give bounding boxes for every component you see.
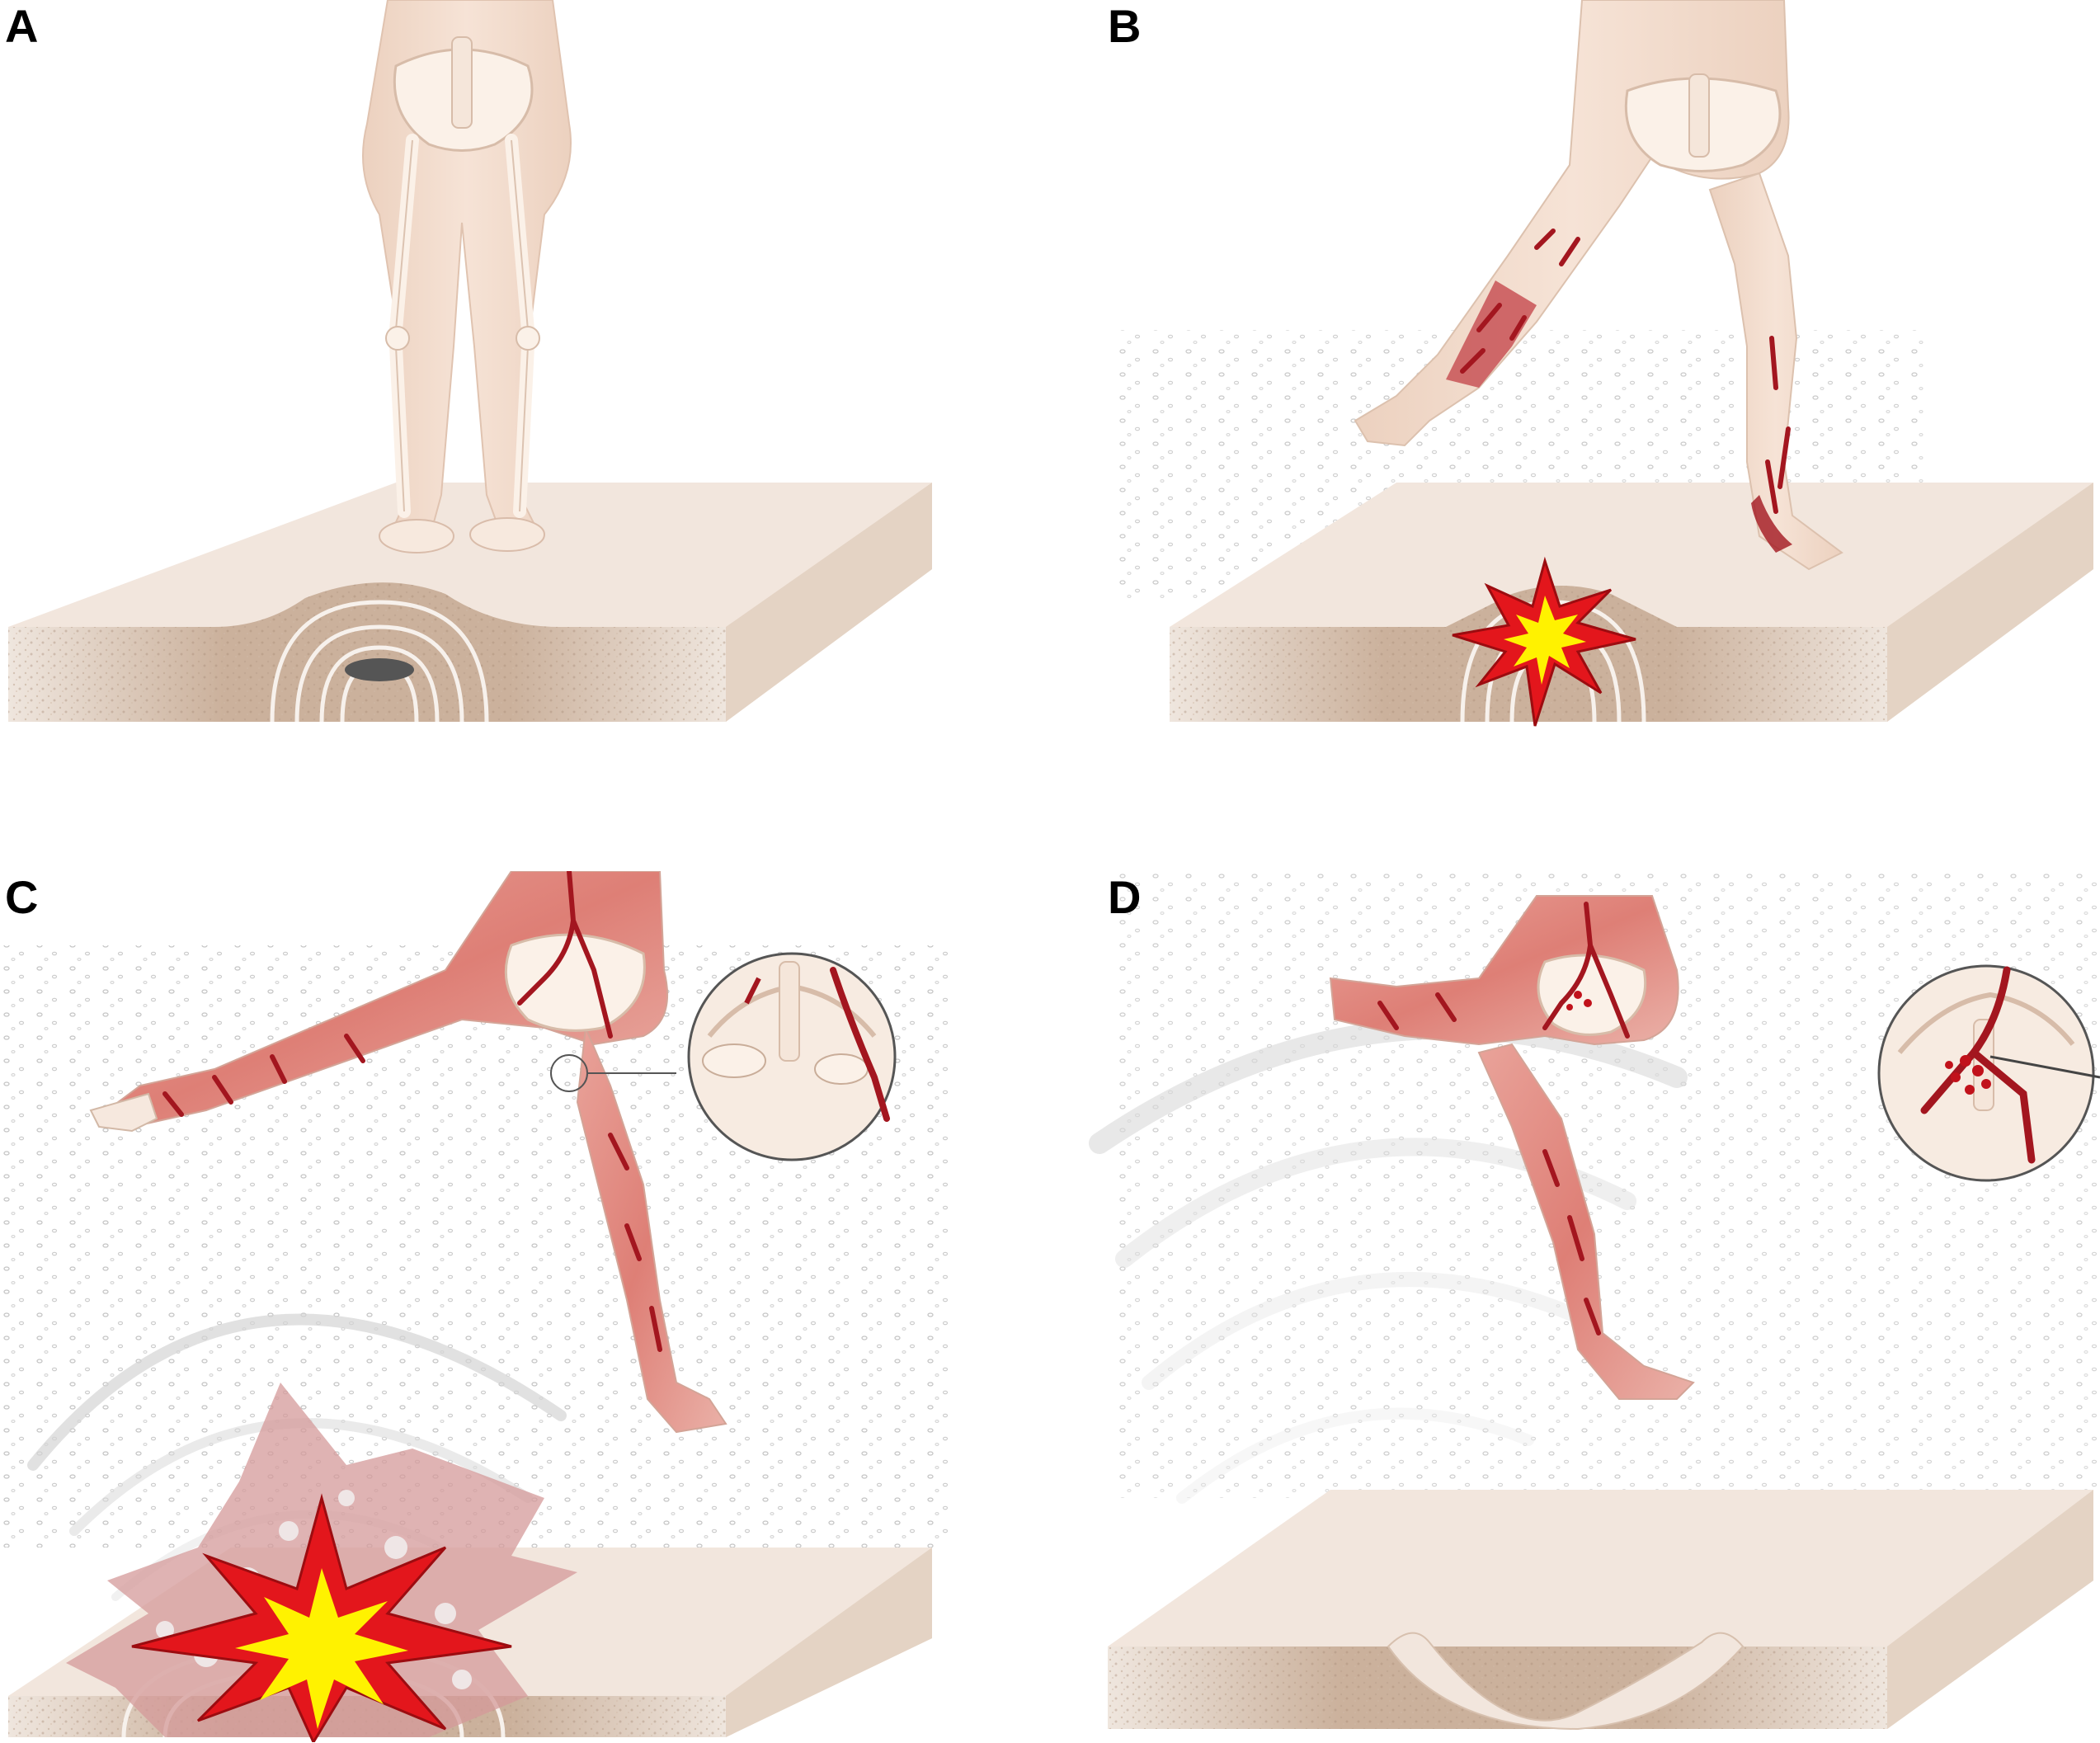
panel-b-illustration [1116, 0, 2093, 727]
ground-slab [8, 483, 932, 722]
panel-d: D [1050, 871, 2100, 1742]
explosion-core [235, 1568, 408, 1729]
panel-label-a: A [5, 0, 39, 52]
panel-label-b: B [1108, 0, 1142, 52]
panel-label-c: C [5, 871, 39, 923]
landmine [345, 658, 414, 681]
standing-figure [362, 0, 572, 554]
ground-slab [1108, 1490, 2093, 1729]
panel-label-d: D [1108, 871, 1142, 923]
panel-b: B [1050, 0, 2100, 871]
panel-d-illustration [1089, 871, 2100, 1731]
injured-figure [1354, 0, 1843, 571]
zoom-inset [687, 952, 897, 1161]
injured-figure [1329, 895, 1695, 1400]
zoom-inset [1877, 964, 2100, 1182]
blast-crater [1387, 1632, 1745, 1731]
explosion-core [1504, 596, 1586, 685]
panel-c: C [0, 871, 1050, 1742]
panel-a: A [0, 0, 1050, 871]
panel-a-illustration [8, 0, 932, 723]
panel-c-illustration [0, 871, 949, 1742]
pressure-rings [270, 600, 489, 723]
injured-figure [89, 871, 727, 1434]
